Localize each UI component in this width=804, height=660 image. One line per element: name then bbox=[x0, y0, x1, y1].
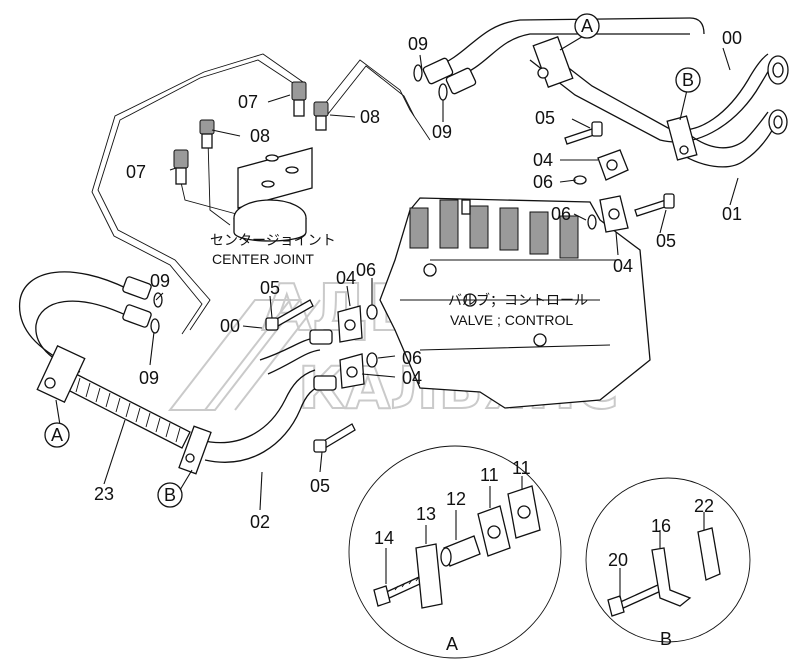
label-16: 16 bbox=[651, 516, 671, 536]
label-08-left: 08 bbox=[250, 126, 270, 146]
label-07-lower: 07 bbox=[126, 162, 146, 182]
label-00-lower: 00 bbox=[220, 316, 240, 336]
detail-a-circle bbox=[348, 445, 562, 659]
label-04-lower: 04 bbox=[402, 368, 422, 388]
label-22: 22 bbox=[694, 496, 714, 516]
bolt-05-lower-a bbox=[265, 299, 314, 331]
detail-b-circle bbox=[585, 477, 751, 643]
label-02: 02 bbox=[250, 512, 270, 532]
detail-a: 14 13 12 11 11 A bbox=[348, 445, 562, 659]
clamp-a-upper bbox=[532, 36, 574, 88]
label-13: 13 bbox=[416, 504, 436, 524]
bolt-05-right bbox=[634, 193, 675, 217]
callout-a-lower: A bbox=[44, 422, 70, 448]
leader-lines bbox=[55, 34, 739, 511]
fittings-top bbox=[413, 57, 477, 101]
svg-text:B: B bbox=[164, 485, 176, 505]
sensor-08-upper bbox=[313, 101, 329, 131]
detail-b-caption: B bbox=[660, 629, 672, 649]
label-20: 20 bbox=[608, 550, 628, 570]
label-01: 01 bbox=[722, 204, 742, 224]
label-06-lower-top: 06 bbox=[356, 260, 376, 280]
o-ring-06-lower-b bbox=[366, 352, 378, 368]
label-04-lower-top: 04 bbox=[336, 268, 356, 288]
clamp-11-half-a bbox=[477, 505, 511, 557]
sleeve-12 bbox=[440, 535, 481, 567]
clamp-11-half-b bbox=[507, 485, 541, 539]
label-06-right: 06 bbox=[551, 204, 571, 224]
valve-jp: バルブ；コントロール bbox=[448, 292, 588, 309]
callout-b-top: B bbox=[675, 67, 701, 93]
control-valve bbox=[379, 197, 651, 409]
label-09-left-upper: 09 bbox=[150, 271, 170, 291]
detail-a-caption: A bbox=[446, 634, 458, 654]
bracket-16 bbox=[651, 547, 692, 607]
label-05-top: 05 bbox=[535, 108, 555, 128]
o-ring-09-lower bbox=[438, 83, 448, 101]
o-ring-06-lower-a bbox=[366, 304, 378, 320]
hose-01-upper bbox=[674, 109, 788, 168]
sensor-08-lower bbox=[199, 119, 215, 149]
label-11-a: 11 bbox=[480, 465, 499, 485]
label-23: 23 bbox=[94, 484, 114, 504]
clamp-b-upper bbox=[666, 115, 698, 161]
svg-text:B: B bbox=[682, 70, 694, 90]
clamp-a-lower bbox=[36, 345, 86, 403]
label-09-left-lower: 09 bbox=[139, 368, 159, 388]
svg-text:A: A bbox=[51, 425, 63, 445]
label-05-left: 05 bbox=[260, 278, 280, 298]
flange-04-upper bbox=[597, 149, 629, 181]
plate-13 bbox=[415, 543, 443, 609]
label-00-top: 00 bbox=[722, 28, 742, 48]
center-joint bbox=[233, 147, 313, 242]
label-04-top: 04 bbox=[533, 150, 553, 170]
label-05-right: 05 bbox=[656, 231, 676, 251]
flange-04-lower-a bbox=[337, 305, 363, 343]
clamp-b-lower bbox=[178, 425, 212, 475]
svg-text:A: A bbox=[581, 16, 593, 36]
label-04-right: 04 bbox=[613, 256, 633, 276]
center-joint-en: CENTER JOINT bbox=[212, 251, 314, 267]
bolt-20 bbox=[607, 583, 664, 617]
flange-04-right bbox=[599, 195, 629, 233]
callout-b-lower: B bbox=[157, 482, 183, 508]
label-11-b: 11 bbox=[512, 458, 531, 478]
plate-22 bbox=[697, 527, 721, 581]
center-joint-jp: センタージョイント bbox=[210, 233, 336, 249]
label-09-mid: 09 bbox=[432, 122, 452, 142]
label-07-upper: 07 bbox=[238, 92, 258, 112]
label-06-top: 06 bbox=[533, 172, 553, 192]
label-08-right: 08 bbox=[360, 107, 380, 127]
o-ring-09-top bbox=[413, 64, 423, 82]
label-06-lower: 06 bbox=[402, 348, 422, 368]
bolt-05-lower-b bbox=[313, 423, 356, 453]
flange-04-lower-b bbox=[339, 353, 365, 389]
label-09-top: 09 bbox=[408, 34, 428, 54]
valve-en: VALVE ; CONTROL bbox=[450, 312, 573, 328]
bolt-05-upper bbox=[564, 121, 603, 145]
sensor-07-lower bbox=[173, 149, 189, 185]
callout-a-top: A bbox=[574, 13, 600, 39]
o-ring-06-right bbox=[587, 214, 597, 230]
label-14: 14 bbox=[374, 528, 394, 548]
pilot-lines bbox=[91, 53, 431, 335]
label-05-lower: 05 bbox=[310, 476, 330, 496]
hose-fittings-left bbox=[122, 276, 337, 391]
o-ring-09-left-lower bbox=[150, 318, 160, 334]
detail-b: 20 16 22 B bbox=[585, 477, 751, 649]
sensor-07-upper bbox=[291, 81, 307, 117]
label-12: 12 bbox=[446, 489, 466, 509]
